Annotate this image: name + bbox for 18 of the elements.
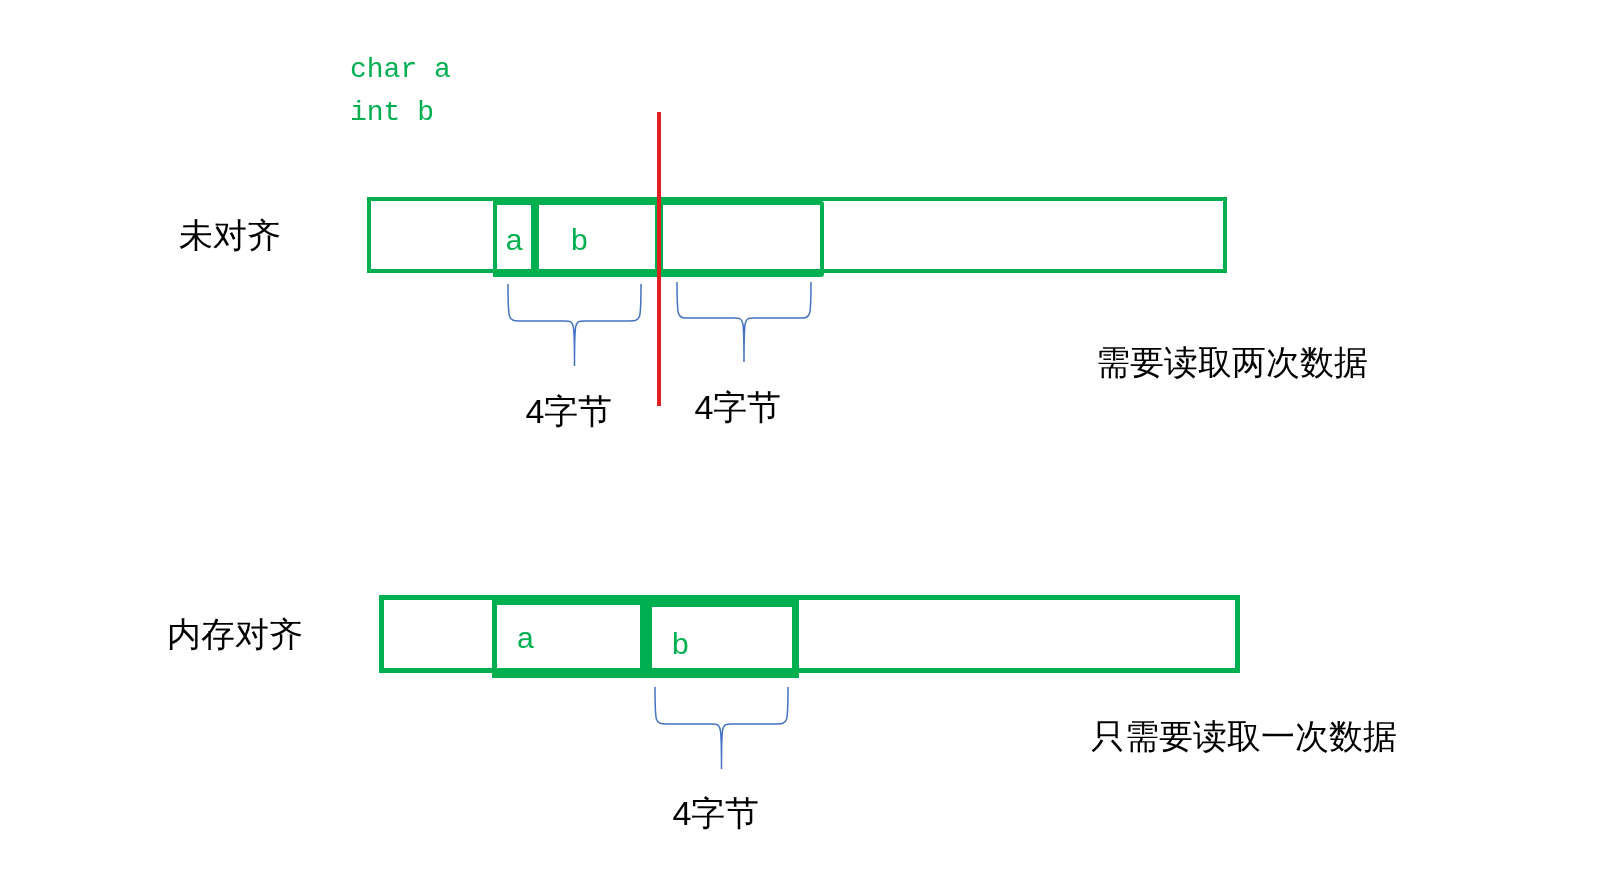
memory-cell <box>492 600 645 678</box>
code-text: int b <box>350 99 434 127</box>
memory-cell <box>535 201 659 277</box>
size-label: 4字节 <box>694 390 782 424</box>
note-text: 只需要读取一次数据 <box>1091 719 1397 753</box>
cell-label: b <box>571 221 588 258</box>
note-text: 需要读取两次数据 <box>1096 345 1368 379</box>
row-label: 未对齐 <box>179 218 281 252</box>
code-text: char a <box>350 56 451 84</box>
cell-label: a <box>505 221 523 258</box>
memory-cell <box>659 201 824 277</box>
memory-cell <box>645 600 799 678</box>
cell-label: a <box>517 619 534 656</box>
memory-cell <box>493 201 535 277</box>
row-label: 内存对齐 <box>167 617 303 651</box>
size-label: 4字节 <box>672 796 760 830</box>
size-label: 4字节 <box>525 394 613 428</box>
cell-label: b <box>672 625 689 662</box>
